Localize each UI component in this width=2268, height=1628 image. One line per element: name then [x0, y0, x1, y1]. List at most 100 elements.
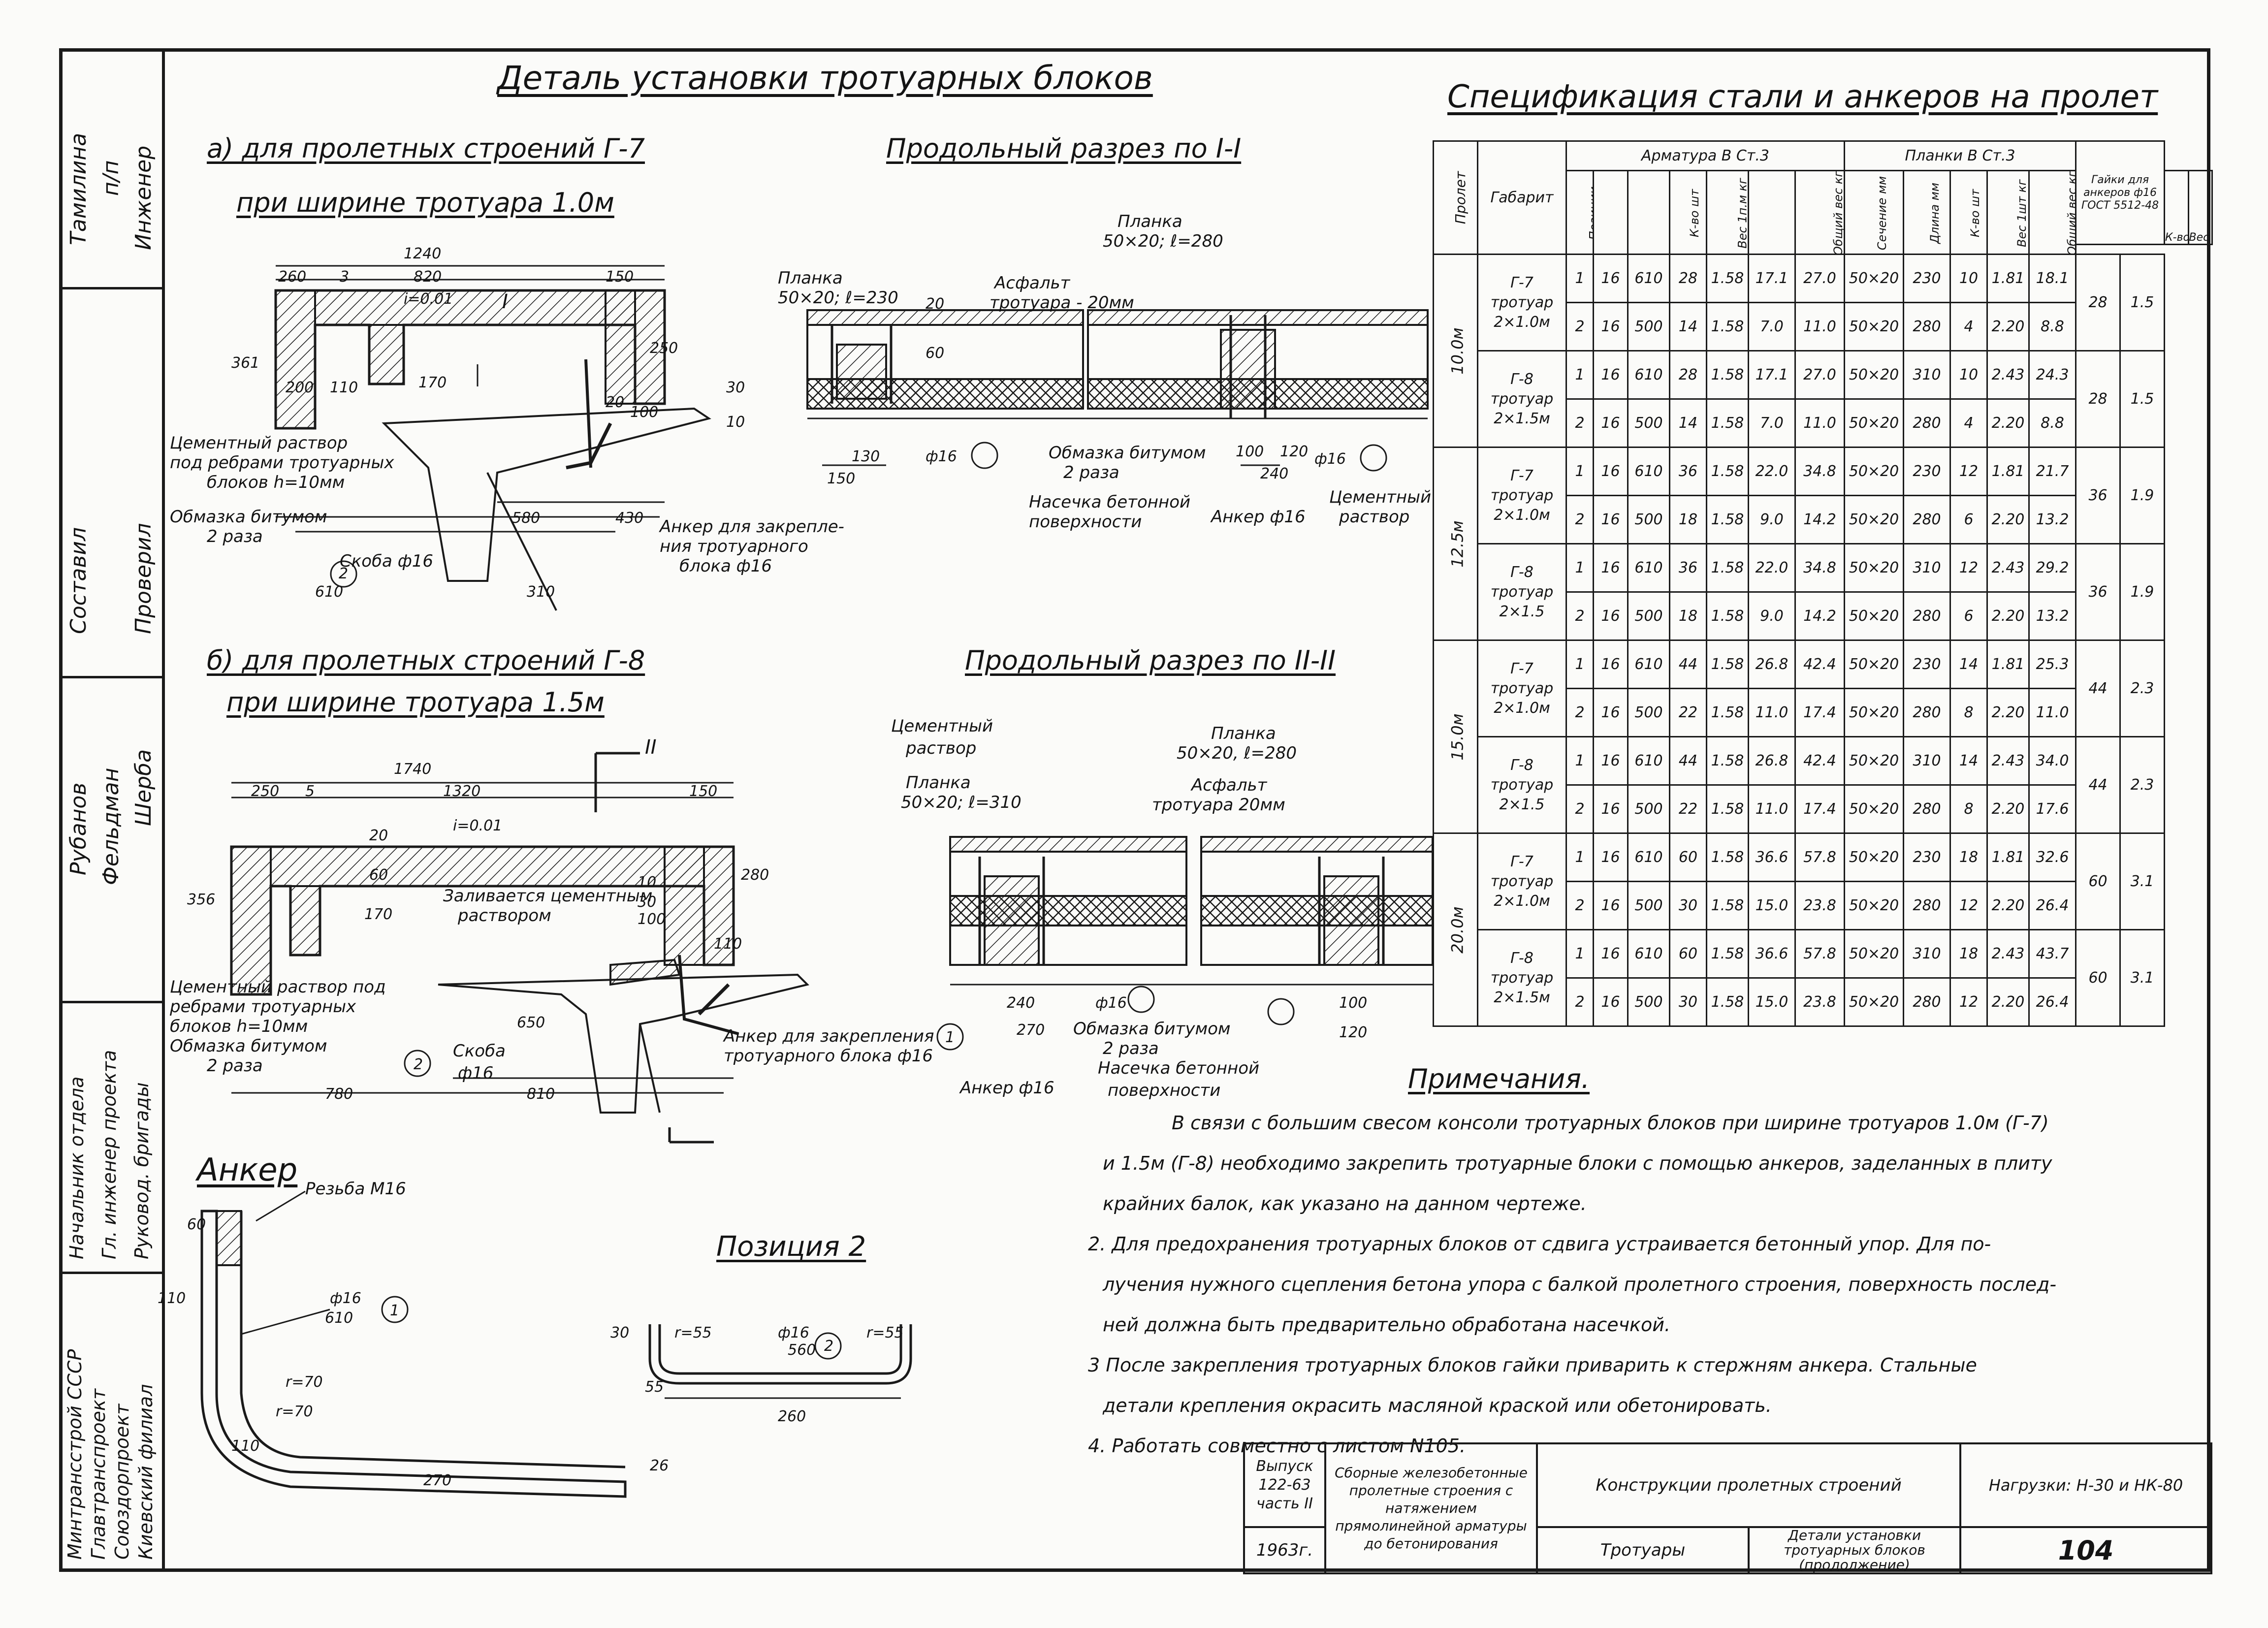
- spec-cell: 16: [1593, 495, 1629, 544]
- sidebar-org-4: Киевский филиал: [135, 1384, 157, 1560]
- dim-dia: ф16: [926, 448, 957, 465]
- sidebar-name: Инженер: [131, 145, 156, 250]
- dim-1320: 1320: [443, 783, 481, 800]
- anchor-drawing: [200, 1190, 627, 1498]
- spec-cell: 21.7: [2028, 447, 2077, 496]
- spec-cell: 500: [1627, 302, 1670, 351]
- spec-nuts-weight: 3.1: [2119, 929, 2166, 1027]
- spec-cell: 2.20: [1986, 495, 2030, 544]
- dim-20: 20: [606, 394, 625, 411]
- dim-20: 20: [369, 827, 388, 844]
- spec-cell: 50×20: [1844, 591, 1904, 641]
- spec-cell: 1.58: [1706, 784, 1749, 834]
- sidebar-row-2: Составил Проверил: [59, 289, 162, 678]
- label-notch-2: поверхности: [1108, 1081, 1221, 1100]
- spec-cell: 1: [1565, 543, 1594, 593]
- label-mortar-2: ребрами тротуарных: [170, 997, 356, 1017]
- dim-55: 55: [645, 1378, 664, 1396]
- position2-drawing: [648, 1324, 912, 1399]
- label-bracket: Скоба ф16: [340, 551, 434, 571]
- spec-cell: 230: [1903, 254, 1951, 303]
- sidebar-role: Начальник отдела: [66, 1076, 88, 1259]
- sidebar-org-3: Союздорпроект: [111, 1404, 133, 1560]
- spec-cell: 17.4: [1794, 688, 1845, 737]
- position2-title: Позиция 2: [716, 1231, 866, 1263]
- tb-part: Тротуары: [1536, 1526, 1750, 1574]
- spec-cell: 280: [1903, 302, 1951, 351]
- spec-cell: 26.8: [1748, 639, 1796, 689]
- spec-cell: 30: [1669, 977, 1707, 1027]
- spec-cell: 50×20: [1844, 832, 1904, 882]
- spec-cell: 2.43: [1986, 929, 2030, 979]
- sidebar-sign: Гл. инженер проекта: [98, 1050, 120, 1259]
- spec-cell: 500: [1627, 977, 1670, 1027]
- spec-cell: 13.2: [2028, 591, 2077, 641]
- spec-cell: 17.1: [1748, 350, 1796, 400]
- spec-cell: 26.4: [2028, 881, 2077, 930]
- spec-cell: 28: [1669, 350, 1707, 400]
- stamp-sidebar: Тамилина п/п Инженер Составил Проверил Р…: [59, 48, 165, 1572]
- sidebar-row-1: Тамилина п/п Инженер: [59, 48, 162, 289]
- dim-60: 60: [369, 866, 388, 884]
- dim-110: 110: [158, 1290, 186, 1307]
- dim-slope: i=0.01: [453, 817, 503, 834]
- dim-150: 150: [606, 268, 634, 286]
- spec-cell: 1.58: [1706, 881, 1749, 930]
- sheet-frame: [59, 48, 2210, 1572]
- dim-10: 10: [638, 874, 657, 891]
- head-nuts: Гайки для анкеров ф16 ГОСТ 5512-48: [2075, 140, 2166, 245]
- spec-nuts-qty: 28: [2075, 254, 2121, 351]
- spec-cell: 15.0: [1748, 881, 1796, 930]
- spec-cell: 16: [1593, 736, 1629, 786]
- spec-cell: 17.4: [1794, 784, 1845, 834]
- label-mortar: Цементный раствор под: [170, 977, 386, 997]
- dim-130: 130: [852, 448, 880, 465]
- sidebar-org-1: Минтрансстрой СССР: [64, 1349, 86, 1560]
- label-bracket: Скоба: [453, 1041, 506, 1061]
- dim-r70: r=70: [286, 1373, 323, 1391]
- dim-dia: ф16: [778, 1324, 809, 1341]
- dim-200: 200: [286, 379, 314, 396]
- spec-cell: 500: [1627, 688, 1670, 737]
- dim-310: 310: [527, 583, 555, 601]
- sidebar-row-4: Начальник отдела Гл. инженер проекта Рук…: [59, 1003, 162, 1274]
- head-rebar: Арматура В Ст.3: [1565, 140, 1845, 171]
- label-bitumen-2: 2 раза: [207, 1056, 263, 1076]
- spec-cell: 610: [1627, 639, 1670, 689]
- spec-cell: 22: [1669, 688, 1707, 737]
- spec-cell: 1.81: [1986, 639, 2030, 689]
- spec-cell: 34.8: [1794, 543, 1845, 593]
- spec-cell: 16: [1593, 398, 1629, 448]
- dim-total: 1240: [404, 245, 442, 262]
- label-notch-2: поверхности: [1029, 512, 1142, 532]
- label-mortar-3: блоков h=10мм: [207, 473, 345, 492]
- spec-nuts-qty: 44: [2075, 639, 2121, 737]
- plank-col-header: Сечение мм: [1844, 170, 1904, 255]
- spec-nuts-qty: 60: [2075, 832, 2121, 930]
- sidebar-name: Руковод. бригады: [131, 1082, 153, 1259]
- label-mortar: Цементный: [891, 716, 993, 736]
- nut-col-header: К-во шт: [2164, 170, 2189, 245]
- spec-cell: 2: [1565, 688, 1594, 737]
- label-fill-2: раствором: [458, 906, 551, 926]
- spec-cell: 50×20: [1844, 881, 1904, 930]
- spec-cell: 34.8: [1794, 447, 1845, 496]
- spec-cell: 44: [1669, 639, 1707, 689]
- spec-cell: 50×20: [1844, 350, 1904, 400]
- spec-cell: 500: [1627, 881, 1670, 930]
- spec-span: 12.5м: [1433, 447, 1478, 641]
- spec-cell: 14: [1949, 639, 1988, 689]
- spec-nuts-qty: 44: [2075, 736, 2121, 834]
- spec-cell: 7.0: [1748, 398, 1796, 448]
- dim-10: 10: [726, 414, 745, 431]
- spec-cell: 14: [1949, 736, 1988, 786]
- dim-r55b: r=55: [866, 1324, 904, 1341]
- label-bitumen-2: 2 раза: [207, 527, 263, 546]
- label-mortar: Цементный: [1329, 487, 1432, 507]
- anchor-title: Анкер: [197, 1152, 298, 1188]
